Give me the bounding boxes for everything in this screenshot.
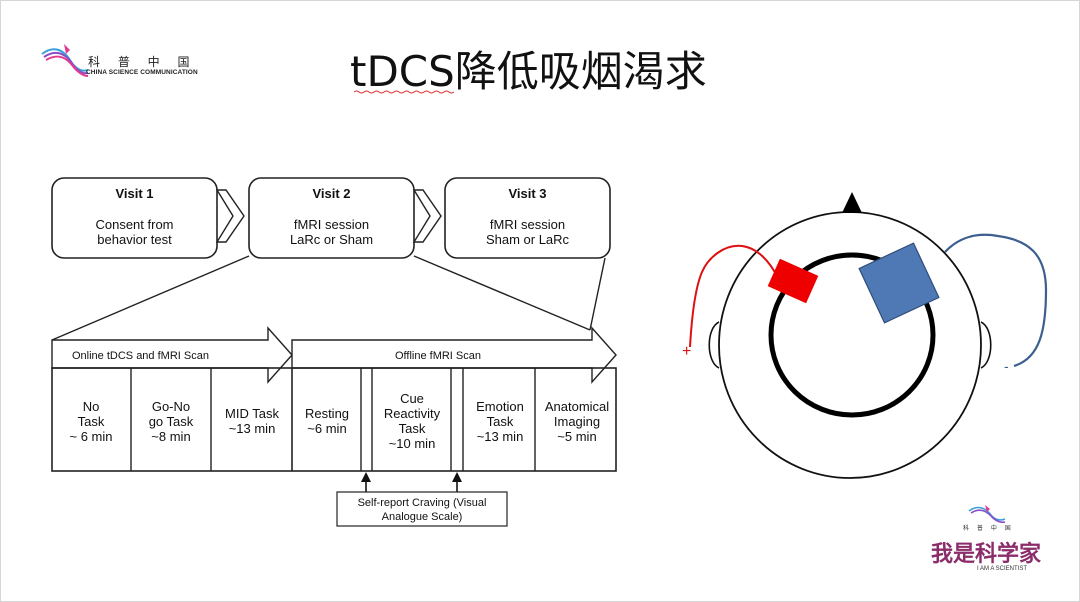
cortex-circle bbox=[768, 252, 936, 418]
anode-plus-sign: + bbox=[682, 343, 691, 360]
online-scan-arrow: Online tDCS and fMRI Scan bbox=[51, 326, 293, 384]
visit-2-label: Visit 2 bbox=[312, 186, 350, 201]
cathode-lead-wire bbox=[944, 233, 1048, 368]
visit-1-line2: behavior test bbox=[97, 232, 172, 247]
chevron-right-icon bbox=[412, 189, 442, 243]
slide-title-text: tDCS降低吸烟渴求 bbox=[350, 47, 707, 96]
footer-logo-cn-large: 我是科学家 bbox=[931, 541, 1042, 567]
anode-lead-wire bbox=[689, 244, 779, 348]
svg-text:~13 min: ~13 min bbox=[229, 421, 276, 436]
svg-text:MID Task: MID Task bbox=[225, 406, 279, 421]
svg-text:No: No bbox=[83, 399, 100, 414]
visit-2-line2: LaRc or Sham bbox=[290, 232, 373, 247]
svg-text:~ 6 min: ~ 6 min bbox=[70, 429, 113, 444]
task-cue-reactivity: Cue Reactivity Task ~10 min bbox=[384, 391, 441, 451]
visit-3-line1: fMRI session bbox=[490, 217, 565, 232]
svg-text:Anatomical: Anatomical bbox=[545, 399, 609, 414]
svg-text:~8 min: ~8 min bbox=[151, 429, 190, 444]
head-diagram: + - bbox=[682, 192, 1048, 479]
expand-line-right bbox=[413, 255, 591, 331]
svg-text:Task: Task bbox=[399, 421, 426, 436]
right-ear-icon bbox=[980, 321, 992, 369]
online-scan-label: Online tDCS and fMRI Scan bbox=[72, 350, 209, 362]
svg-text:~5 min: ~5 min bbox=[557, 429, 596, 444]
task-go-no-go: Go-No go Task ~8 min bbox=[149, 399, 194, 444]
svg-text:Imaging: Imaging bbox=[554, 414, 600, 429]
task-anatomical: Anatomical Imaging ~5 min bbox=[545, 399, 609, 444]
nose-triangle-icon bbox=[842, 192, 862, 213]
svg-text:~10 min: ~10 min bbox=[389, 436, 436, 451]
logo-english-text: CHINA SCIENCE COMMUNICATION bbox=[86, 69, 198, 76]
task-table: No Task ~ 6 min Go-No go Task ~8 min MID… bbox=[51, 367, 617, 472]
svg-text:~6 min: ~6 min bbox=[307, 421, 346, 436]
visit-1-box: Visit 1 Consent from behavior test bbox=[51, 177, 218, 259]
chevron-right-icon bbox=[215, 189, 245, 243]
wave-logo-icon bbox=[41, 44, 89, 77]
svg-text:Go-No: Go-No bbox=[152, 399, 190, 414]
visit-1-label: Visit 1 bbox=[115, 186, 153, 201]
visit-2-line1: fMRI session bbox=[294, 217, 369, 232]
arrow-up-icon bbox=[361, 472, 371, 492]
visit-3-label: Visit 3 bbox=[508, 186, 546, 201]
visit-3-box: Visit 3 fMRI session Sham or LaRc bbox=[444, 177, 611, 259]
visit-3-line2: Sham or LaRc bbox=[486, 232, 570, 247]
self-report-line2: Analogue Scale) bbox=[382, 511, 463, 523]
svg-text:~13 min: ~13 min bbox=[477, 429, 524, 444]
i-am-a-scientist-logo: 科 普 中 国 我是科学家 I AM A SCIENTIST bbox=[925, 503, 1045, 583]
task-resting: Resting ~6 min bbox=[305, 406, 349, 436]
offline-scan-arrow: Offline fMRI Scan bbox=[291, 326, 617, 384]
svg-text:Emotion: Emotion bbox=[476, 399, 524, 414]
self-report-box: Self-report Craving (Visual Analogue Sca… bbox=[336, 491, 508, 527]
svg-text:go Task: go Task bbox=[149, 414, 194, 429]
cathode-electrode bbox=[858, 242, 940, 324]
self-report-line1: Self-report Craving (Visual bbox=[358, 497, 487, 509]
svg-text:Resting: Resting bbox=[305, 406, 349, 421]
slide-title: tDCS降低吸烟渴求 bbox=[350, 38, 750, 99]
china-science-logo: 科 普 中 国 CHINA SCIENCE COMMUNICATION bbox=[40, 40, 210, 80]
wave-logo-icon bbox=[968, 505, 1006, 523]
visit-2-box: Visit 2 fMRI session LaRc or Sham bbox=[248, 177, 415, 259]
expand-line-left bbox=[51, 255, 250, 341]
svg-text:Task: Task bbox=[78, 414, 105, 429]
cathode-minus-sign: - bbox=[1004, 358, 1009, 374]
svg-text:Task: Task bbox=[487, 414, 514, 429]
offline-scan-label: Offline fMRI Scan bbox=[395, 350, 481, 362]
footer-logo-cn-small: 科 普 中 国 bbox=[963, 525, 1014, 532]
task-no-task: No Task ~ 6 min bbox=[70, 399, 113, 444]
arrow-up-icon bbox=[452, 472, 462, 492]
anode-electrode bbox=[767, 258, 819, 304]
task-emotion: Emotion Task ~13 min bbox=[476, 399, 524, 444]
svg-text:Reactivity: Reactivity bbox=[384, 406, 441, 421]
visit-1-line1: Consent from bbox=[95, 217, 173, 232]
task-mid: MID Task ~13 min bbox=[225, 406, 279, 436]
spellcheck-underline bbox=[354, 90, 454, 94]
svg-text:Cue: Cue bbox=[400, 391, 424, 406]
logo-chinese-text: 科 普 中 国 bbox=[88, 55, 197, 69]
left-ear-icon bbox=[708, 321, 720, 369]
footer-logo-en: I AM A SCIENTIST bbox=[977, 566, 1028, 572]
expand-line-visit3 bbox=[589, 257, 606, 331]
